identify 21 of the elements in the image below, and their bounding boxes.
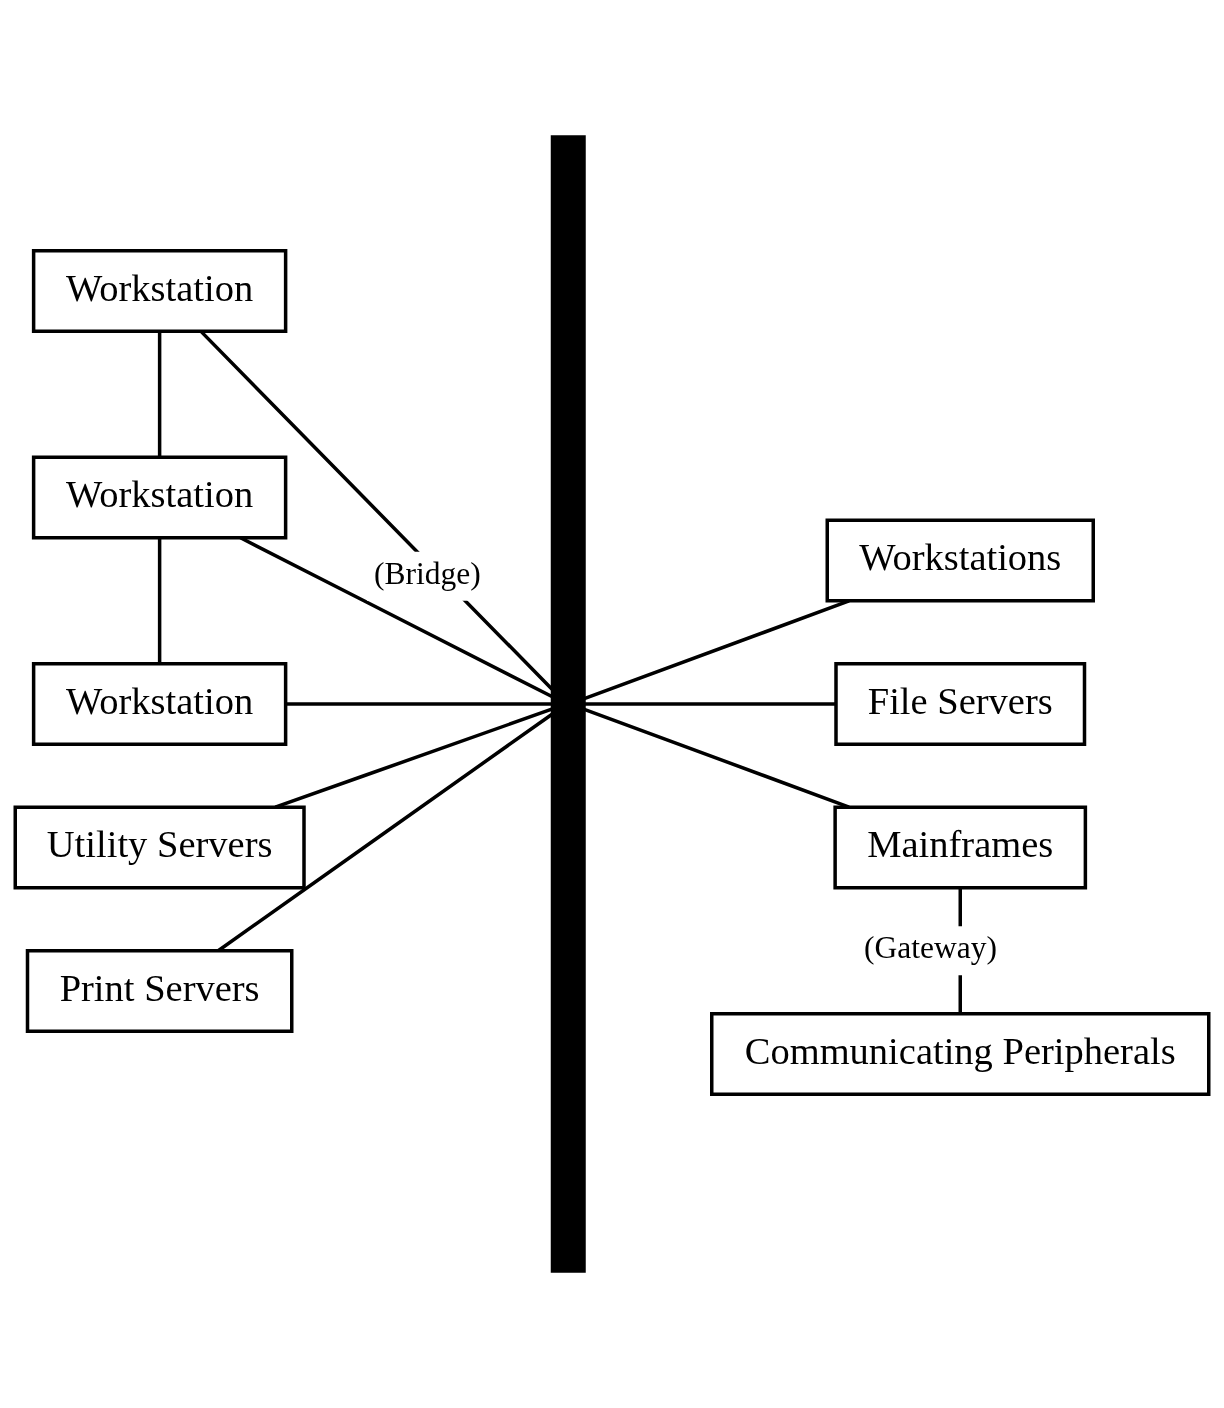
node-box: Workstation <box>31 455 288 540</box>
connector <box>285 702 553 706</box>
connector <box>217 712 554 952</box>
node-box: File Servers <box>834 662 1087 746</box>
connector <box>157 331 162 458</box>
node-line <box>550 135 586 1273</box>
connector <box>584 702 836 706</box>
connector <box>274 707 554 809</box>
node-box: Utility Servers <box>13 805 306 890</box>
node-box: Workstations <box>825 518 1095 603</box>
edge-label: (Bridge) <box>374 555 481 591</box>
connector <box>583 599 850 701</box>
node-box: Mainframes <box>833 805 1088 890</box>
node-box: Print Servers <box>25 949 294 1033</box>
connector <box>239 536 554 699</box>
connector <box>157 538 162 664</box>
node-box: Workstation <box>31 249 288 333</box>
edge-label: (Gateway) <box>864 930 997 966</box>
node-box: Communicating Peripherals <box>710 1012 1211 1096</box>
node-box: Workstation <box>31 662 288 746</box>
connector <box>583 707 850 809</box>
